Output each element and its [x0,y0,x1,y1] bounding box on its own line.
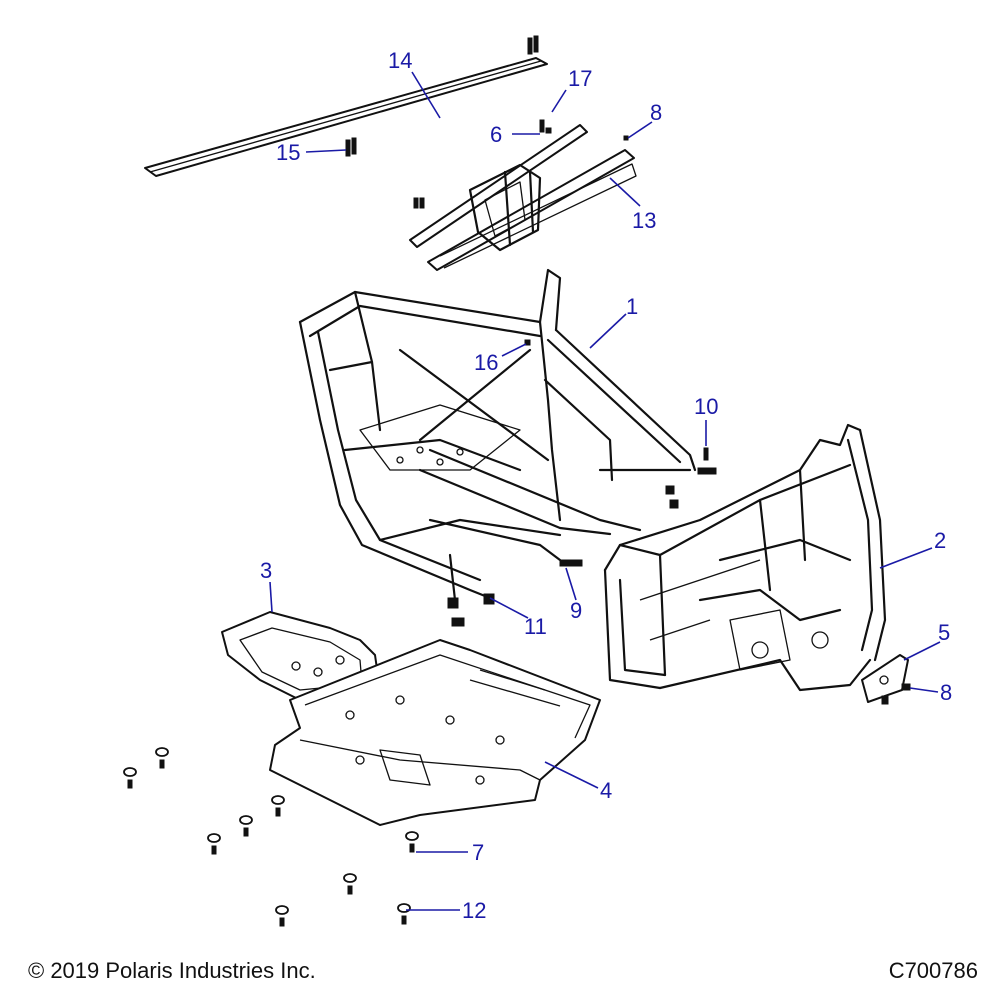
main-frame-part [298,268,717,627]
main-skid-plate-part [269,639,601,826]
callout-3: 3 [260,558,272,583]
callout-numbers: 1 2 3 4 5 6 7 8 8 9 10 11 12 13 14 15 16… [260,48,952,923]
leader-1 [589,313,627,349]
callout-11: 11 [524,614,547,639]
callout-14: 14 [388,48,412,73]
leader-lines [269,71,941,911]
leader-8b [909,687,939,693]
copyright-notice: © 2019 Polaris Industries Inc. [28,958,316,983]
callout-13: 13 [632,208,656,233]
callout-5: 5 [938,620,950,645]
callout-16: 16 [474,350,498,375]
leader-14 [411,71,441,119]
callout-15: 15 [276,140,300,165]
upper-crossmember-part [409,119,637,271]
leader-13 [609,177,641,207]
callout-17: 17 [568,66,592,91]
leader-16 [501,343,527,357]
leader-8a [627,121,653,139]
leader-5 [903,641,941,661]
callout-4: 4 [600,778,612,803]
leader-2 [879,547,933,569]
leader-4 [544,761,599,789]
callout-2: 2 [934,528,946,553]
callout-10: 10 [694,394,718,419]
leader-11 [489,597,529,619]
leader-15 [305,149,347,153]
drawing-number: C700786 [888,958,978,983]
callout-8-lower: 8 [940,680,952,705]
callout-7: 7 [472,840,484,865]
callout-9: 9 [570,598,582,623]
leader-9 [565,567,577,601]
bracket-part [861,654,911,705]
leader-3 [269,581,273,613]
rear-frame-part [603,423,887,692]
callout-12: 12 [462,898,486,923]
callout-1: 1 [626,294,638,319]
cross-bar-part [144,35,548,177]
callout-6: 6 [490,122,502,147]
leader-17 [551,89,567,113]
callout-8-upper: 8 [650,100,662,125]
